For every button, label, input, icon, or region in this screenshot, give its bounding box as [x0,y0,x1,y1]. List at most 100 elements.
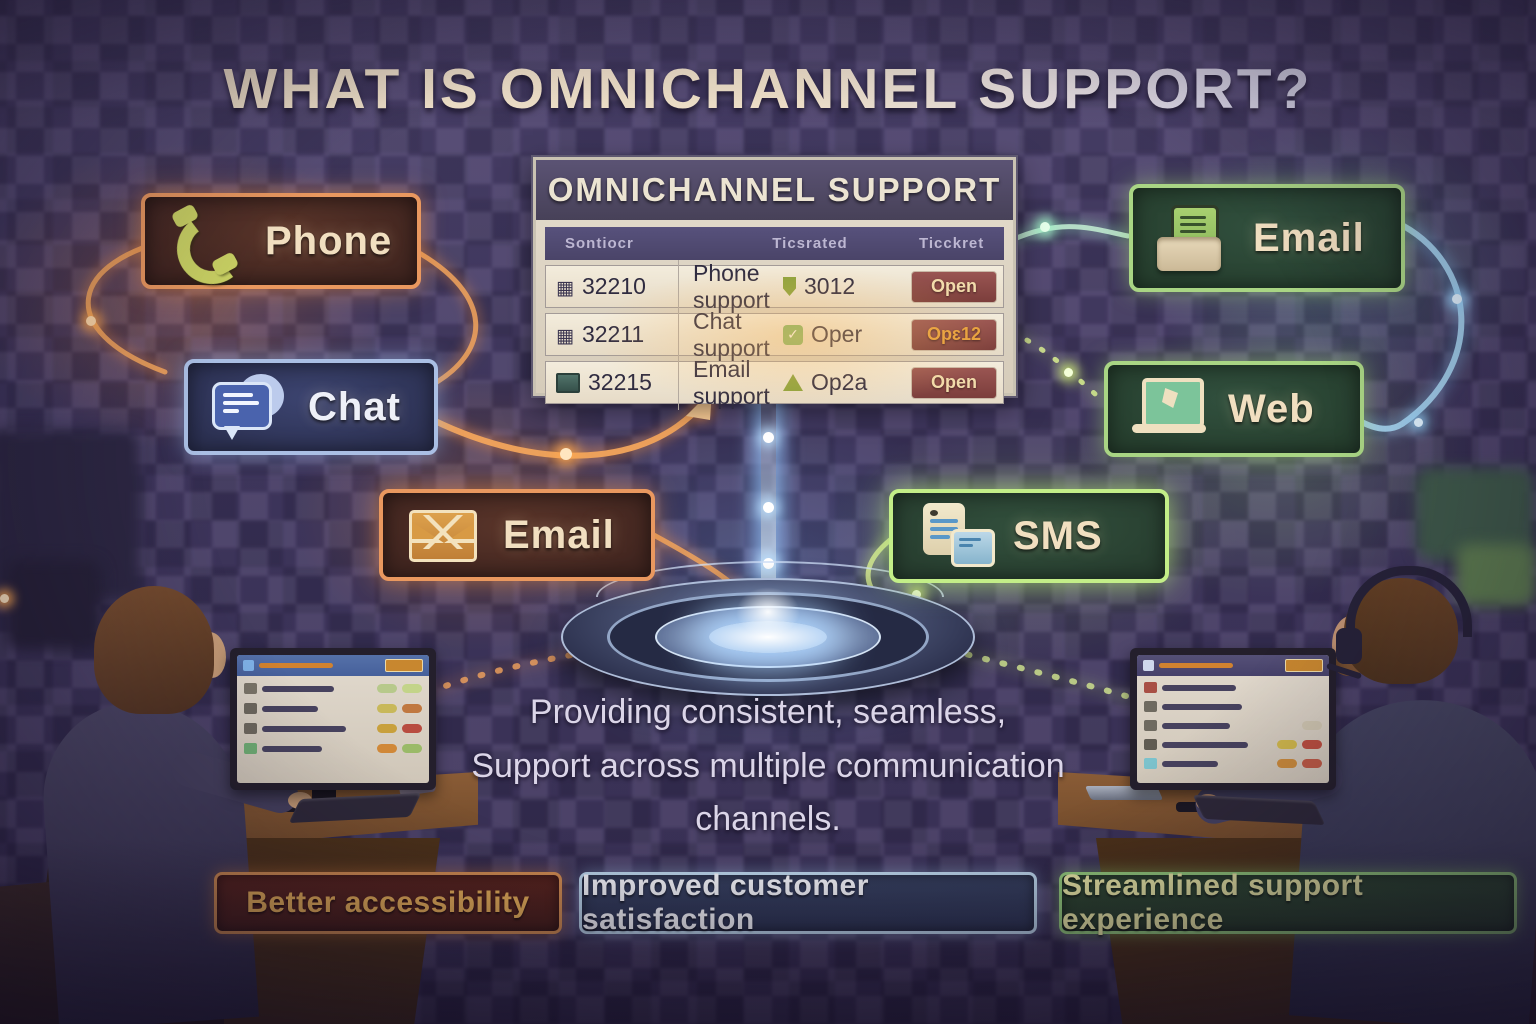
message-pages-icon [917,503,995,569]
status-cell: Open [905,270,1003,303]
left-monitor-screen [237,655,429,783]
channel-label: Email [1253,215,1365,260]
mini-ticket-row [1144,680,1322,695]
ticket-value-cell: Op2a [783,369,905,396]
status-badge: Opɛ12 [911,318,997,351]
right-monitor [1130,648,1336,790]
background-silhouette [6,560,102,650]
status-badge: Open [911,366,997,399]
mini-ticket-row [1144,737,1322,752]
channel-label: Web [1228,386,1315,431]
spark [1414,418,1423,427]
mini-ticket-row [244,721,422,736]
ticket-id: 32215 [588,369,652,395]
ticket-value-cell: Oper [783,321,905,348]
phone-handset-icon [169,203,252,289]
beam-dot [763,432,774,443]
channel-badge-email-right: Email [1129,184,1405,292]
ticket-subject: Phone support [678,259,783,314]
mail-tray-icon [1157,205,1231,271]
table-row: 32210 Phone support 3012 Open [545,259,1004,314]
ticket-value: 3012 [804,273,856,299]
mini-app-icon [243,660,254,671]
grid-icon [556,321,574,348]
envelope-icon [407,502,481,568]
ticket-id: 32211 [581,321,645,347]
spark [1452,294,1462,304]
ticket-subject: Email support [678,355,783,410]
ticket-subject: Chat support [678,307,783,362]
status-badge: Open [911,270,997,303]
spark [1040,222,1050,232]
photo-icon [556,372,580,393]
channel-label: Email [503,512,615,557]
ticket-table: 32210 Phone support 3012 Open 32211 Chat… [545,259,1004,410]
ticket-value-cell: 3012 [783,273,905,300]
mini-ticket-row [1144,718,1322,733]
spark [0,594,9,603]
mini-app-title-bar [259,663,333,668]
table-row: 32215 Email support Op2a Open [545,355,1004,410]
spark [1064,368,1073,377]
mini-app-header [1137,655,1329,676]
page-title: WHAT IS OMNICHANNEL SUPPORT? [0,56,1536,122]
left-monitor [230,648,436,790]
caption: Providing consistent, seamless, Support … [358,686,1178,847]
status-cell: Opɛ12 [905,318,1003,351]
mini-app-button [385,659,423,672]
ticket-id-cell: 32210 [546,273,678,300]
ticket-value: Op2a [811,369,868,395]
left-person-hair [94,586,214,714]
table-header-row: Sontiocr Ticsrated Ticckret [545,227,1004,260]
mini-app-title-bar [1159,663,1233,668]
channel-badge-sms: SMS [889,489,1169,583]
caption-line: Providing consistent, seamless, [529,693,1007,731]
spark [86,316,96,326]
mini-ticket-row [1144,756,1322,771]
column-header: Ticsrated [772,235,848,252]
table-row: 32211 Chat support Oper Opɛ12 [545,307,1004,362]
mini-ticket-row [244,741,422,756]
benefit-badge-satisfaction: Improved customer satisfaction [579,869,1037,936]
chat-bubbles-icon [212,374,286,440]
background-screen-glow [1456,544,1536,606]
channel-label: SMS [1013,513,1103,558]
right-monitor-screen [1137,655,1329,783]
column-header: Ticckret [919,235,985,252]
spark [560,448,572,460]
caption-line: Support across multiple communication [471,746,1065,785]
mini-app-icon [1143,660,1154,671]
left-person-body [37,695,259,1024]
check-icon [783,324,803,345]
mini-ticket-row [244,681,422,696]
beam-impact-glow [736,587,800,637]
pin-icon [783,277,796,296]
triangle-icon [783,374,803,391]
omnichannel-support-panel: OMNICHANNEL SUPPORT Sontiocr Ticsrated T… [533,157,1016,410]
ticket-id-cell: 32211 [546,321,678,348]
caption-line: channels. [695,800,841,839]
grid-icon [556,273,574,300]
channel-badge-email-left: Email [379,489,655,581]
benefit-badge-streamlined: Streamlined support experience [1059,869,1517,936]
beam-dot [763,502,774,513]
mini-ticket-row [1144,699,1322,714]
background-silhouette [0,430,140,600]
channel-badge-phone: Phone [141,193,421,289]
channel-label: Phone [265,218,393,263]
ticket-id: 32210 [581,273,646,299]
mini-app-header [237,655,429,676]
ticket-id-cell: 32215 [546,369,678,396]
channel-badge-web: Web [1104,361,1364,457]
channel-label: Chat [308,384,401,429]
benefit-badge-accessibility: Better accessibility [214,872,562,934]
channel-badge-chat: Chat [184,359,438,455]
headset-earcup-icon [1336,628,1362,664]
background-screen-glow [1416,468,1534,560]
column-header: Sontiocr [565,235,634,252]
mini-ticket-row [244,701,422,716]
laptop-icon [1132,376,1206,442]
mini-app-button [1285,659,1323,672]
panel-title: OMNICHANNEL SUPPORT [536,160,1013,220]
